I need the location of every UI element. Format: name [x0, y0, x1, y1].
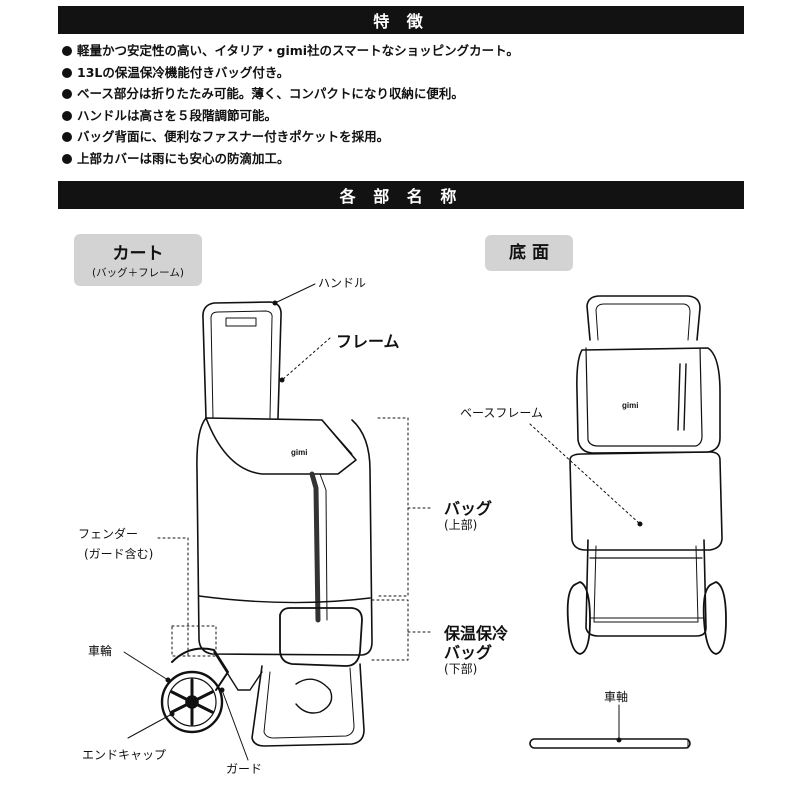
cart-base-frame [251, 663, 365, 747]
bullet-icon [62, 89, 72, 99]
parts-header: 各 部 名 称 [58, 181, 744, 209]
bullet-icon [62, 132, 72, 142]
label-frame: フレーム [336, 332, 400, 351]
bottom-wheel-left [566, 581, 591, 655]
label-bag-sub: (上部) [444, 518, 478, 532]
label-cool-bag-2: バッグ [444, 643, 493, 662]
label-wheel: 車輪 [88, 644, 113, 658]
parts-title: 各 部 名 称 [339, 187, 463, 206]
cart-lid [205, 417, 357, 475]
label-cool-bag-sub: (下部) [444, 662, 478, 676]
label-bag: バッグ [444, 499, 493, 518]
bottom-bag-upper [576, 347, 721, 454]
label-axle: 車軸 [604, 690, 629, 704]
cart-title: カート [112, 244, 164, 264]
brand-logo: gimi [291, 448, 307, 457]
feature-item: 上部カバーは雨にも安心の防滴加工。 [62, 148, 519, 170]
bullet-icon [62, 46, 72, 56]
label-fender-sub: (ガード含む) [84, 547, 154, 561]
feature-item: 軽量かつ安定性の高い、イタリア・gimi社のスマートなショッピングカート。 [62, 40, 519, 62]
features-header: 特 徴 [58, 6, 744, 34]
bottom-title: 底 面 [509, 243, 549, 263]
label-guard: ガード [226, 762, 263, 776]
label-end-cap: エンドキャップ [82, 748, 167, 762]
cart-handle [202, 301, 282, 419]
cart-label-box: カート (バッグ＋フレーム) [74, 234, 202, 286]
features-list: 軽量かつ安定性の高い、イタリア・gimi社のスマートなショッピングカート。 13… [62, 40, 519, 169]
cart-bag-body [196, 417, 373, 656]
feature-item: バッグ背面に、便利なファスナー付きポケットを採用。 [62, 126, 519, 148]
cart-cool-pocket [279, 607, 363, 667]
feature-item: ハンドルは高さを５段階調節可能。 [62, 105, 519, 127]
bullet-icon [62, 110, 72, 121]
cart-zipper [309, 471, 321, 623]
cart-guard [213, 651, 263, 691]
label-cool-bag-1: 保温保冷 [444, 624, 509, 643]
cart-fender [171, 647, 229, 691]
bottom-handle [586, 295, 701, 341]
bullet-icon [62, 153, 72, 164]
bottom-bag-lower [569, 451, 723, 551]
cart-wheel [160, 670, 224, 734]
feature-item: ベース部分は折りたたみ可能。薄く、コンパクトになり収納に便利。 [62, 83, 519, 105]
features-title: 特 徴 [373, 12, 429, 31]
bottom-label-box: 底 面 [485, 235, 573, 271]
label-base-frame: ベースフレーム [460, 406, 544, 420]
bullet-icon [62, 67, 72, 78]
feature-item: 13Lの保温保冷機能付きバッグ付き。 [62, 62, 519, 84]
label-handle: ハンドル [318, 276, 367, 290]
bottom-wheel-right [702, 581, 727, 655]
label-fender: フェンダー [78, 527, 139, 541]
cart-subtitle: (バッグ＋フレーム) [92, 267, 184, 279]
axle-bar [529, 738, 691, 749]
brand-logo: gimi [622, 401, 638, 410]
